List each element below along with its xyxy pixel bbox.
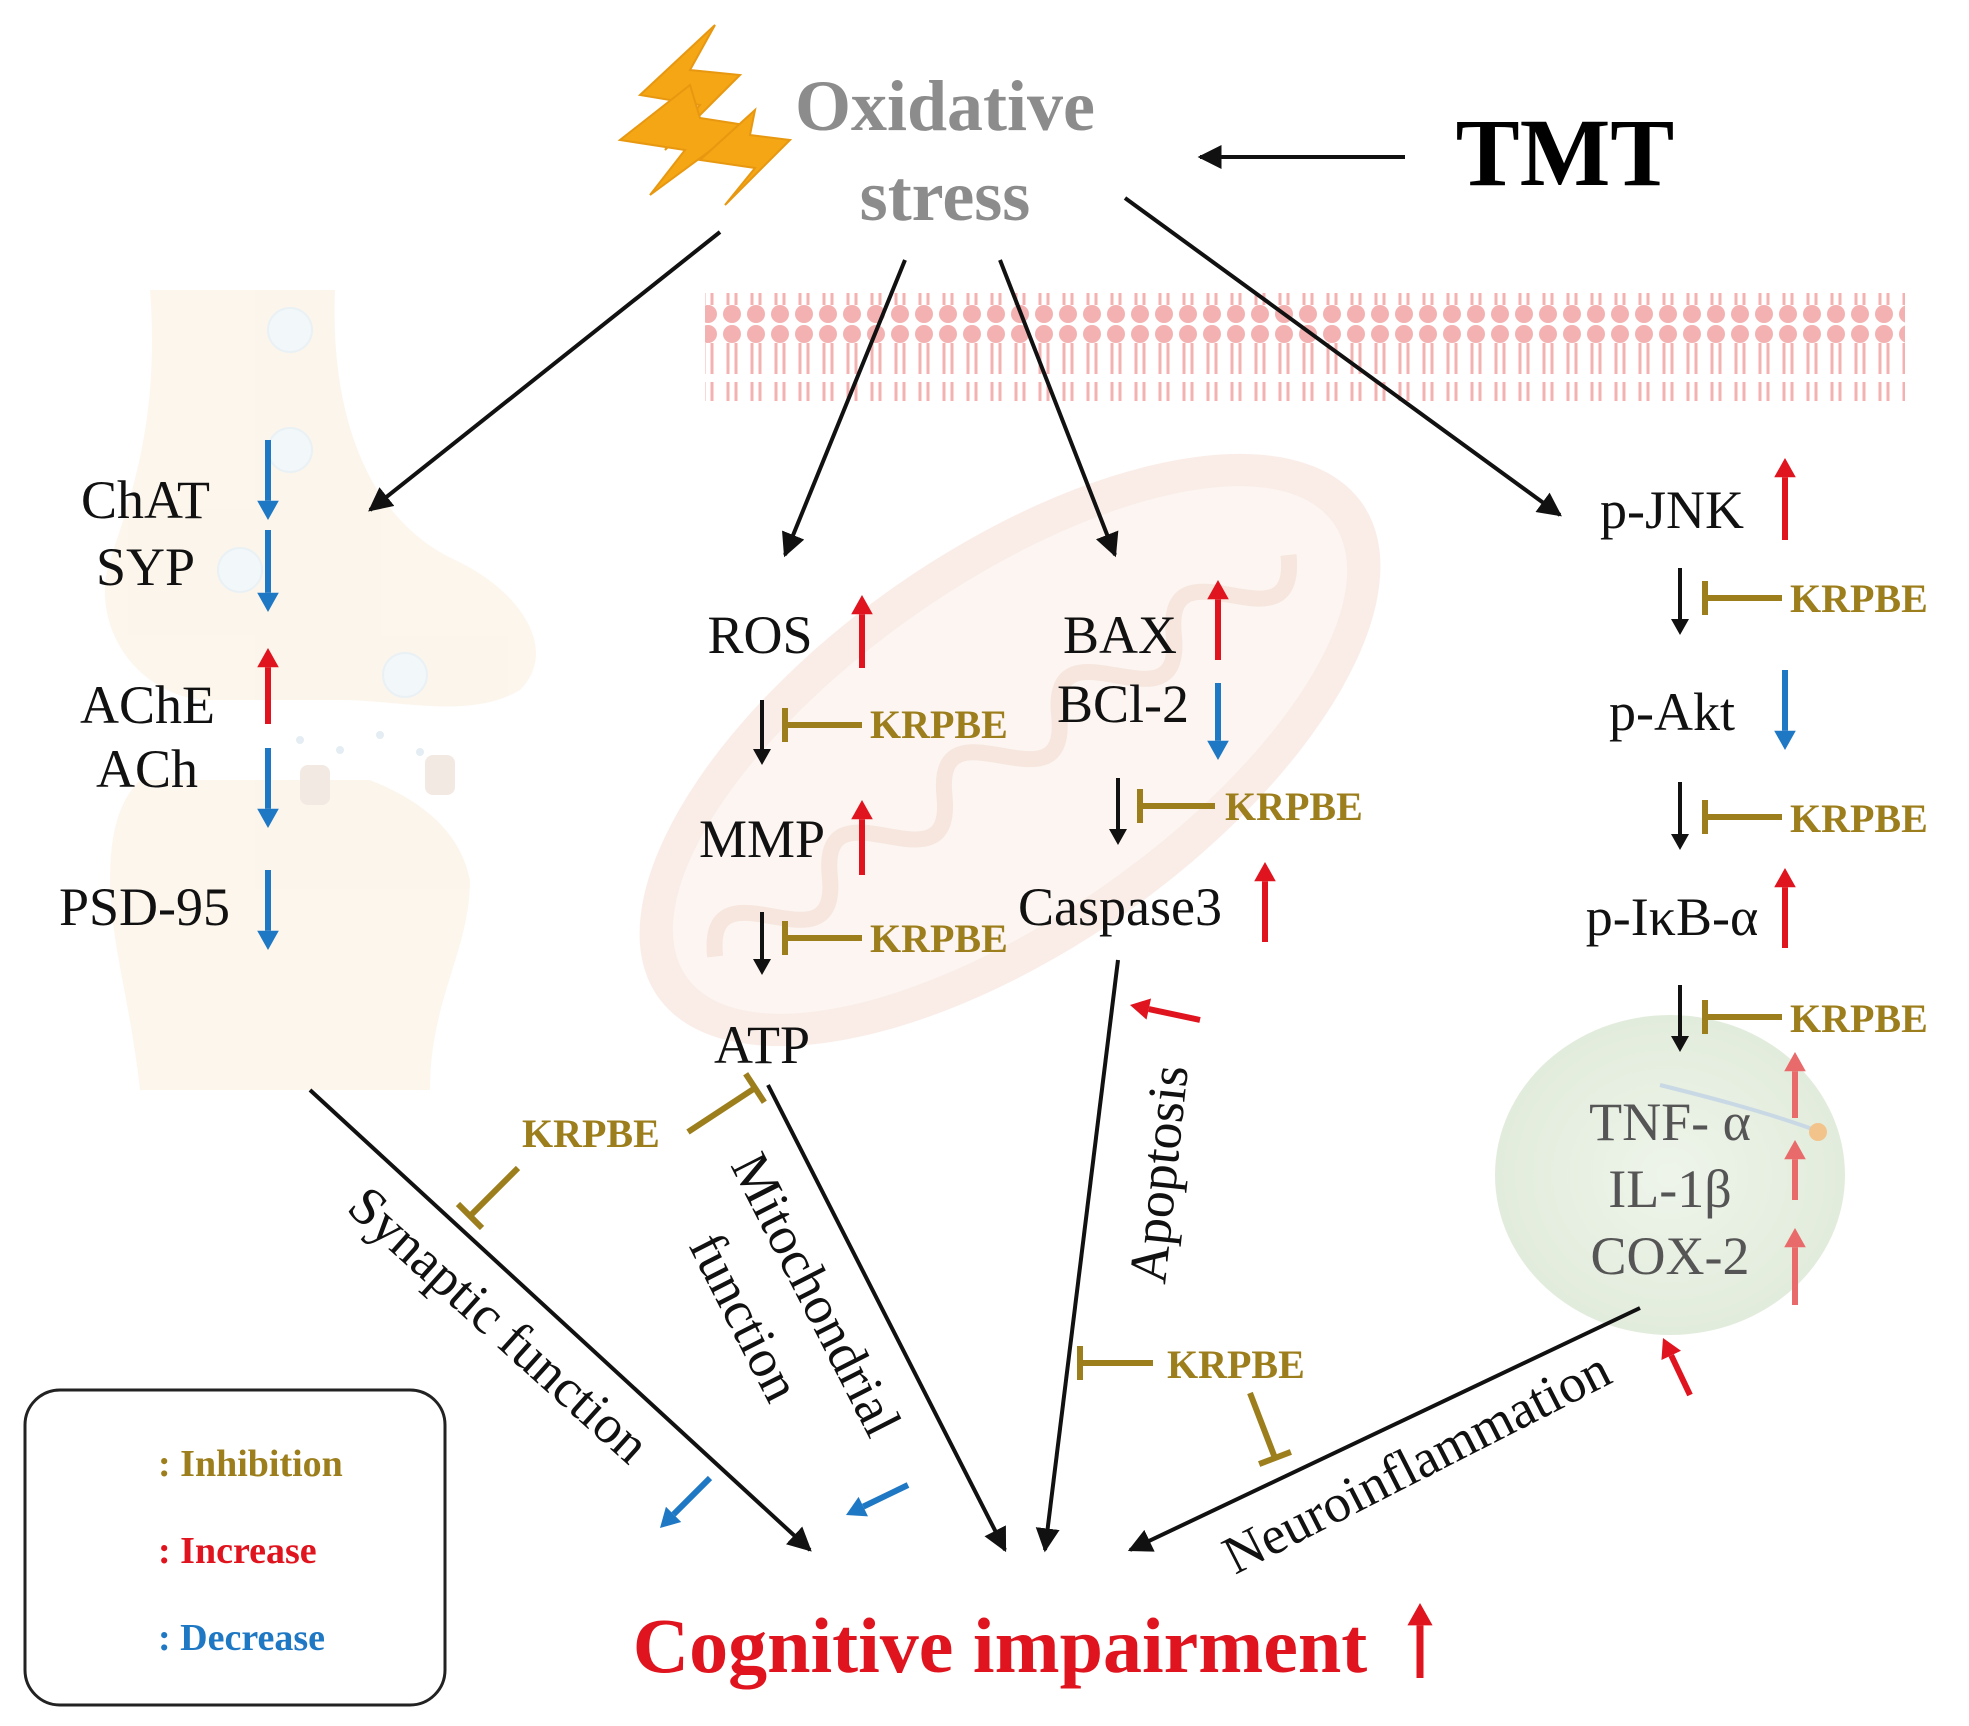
pikba-increase-arrow <box>1774 868 1796 948</box>
psd95-label: PSD-95 <box>59 877 230 937</box>
arrow-mito-to-outcome <box>766 1084 1007 1553</box>
krpbe-label-ros: KRPBE <box>870 702 1008 747</box>
krpbe-label-mmp: KRPBE <box>870 916 1008 961</box>
pikba-to-cytokines-arrow <box>1671 985 1689 1052</box>
syp-label: SYP <box>96 537 195 597</box>
caspase3-increase-arrow <box>1254 862 1276 942</box>
tnfa-increase-arrow <box>1784 1052 1806 1118</box>
pakt-label: p-Akt <box>1609 682 1735 742</box>
legend: : Inhibition : Increase : Decrease <box>23 1388 447 1707</box>
krpbe-label-center: KRPBE <box>522 1111 660 1156</box>
cox2-label: COX-2 <box>1591 1226 1750 1286</box>
atp-label: ATP <box>714 1015 810 1075</box>
ros-increase-arrow <box>851 595 873 668</box>
krpbe-inhibit-pakt-tee <box>1702 800 1782 834</box>
krpbe-label-bcl2: KRPBE <box>1225 784 1363 829</box>
arrow-neuro-to-outcome <box>1127 1306 1641 1552</box>
krpbe-inhibit-ros-tee <box>782 708 862 742</box>
mitochondrion-illustration <box>639 453 1381 1047</box>
synaptic-psd-95-decrease-arrow <box>257 870 279 950</box>
krpbe-inhibit-bcl2-tee <box>1137 789 1215 823</box>
krpbe-inhibit-neuro-tee <box>1247 1391 1292 1467</box>
il1b-increase-arrow <box>1784 1140 1806 1200</box>
tnfa-label: TNF- α <box>1589 1092 1751 1152</box>
krpbe-inhibit-mmp-tee <box>782 921 862 955</box>
krpbe-inhibit-synaptic-tee <box>455 1165 521 1231</box>
pakt-to-pikba-arrow <box>1671 782 1689 850</box>
pjnk-label: p-JNK <box>1600 480 1744 540</box>
synaptic-chat-decrease-arrow <box>257 440 279 520</box>
krpbe-inhibit-pjnk-tee <box>1702 581 1782 615</box>
bcl2-label: BCl-2 <box>1057 674 1189 734</box>
cell-membrane-illustration <box>705 293 1905 401</box>
krpbe-label-pikba: KRPBE <box>1790 996 1928 1041</box>
pathway-label-apoptosis: Apoptosis <box>1117 1062 1200 1286</box>
pakt-decrease-arrow <box>1774 670 1796 750</box>
synaptic-ache-increase-arrow <box>257 648 279 724</box>
apoptosis-increase-arrow <box>1130 998 1201 1023</box>
mmp-increase-arrow <box>851 800 873 875</box>
cox2-increase-arrow <box>1784 1228 1806 1305</box>
chat-label: ChAT <box>81 470 210 530</box>
outcome-title: Cognitive impairment <box>633 1602 1367 1689</box>
arrow-to-synaptic <box>368 230 722 512</box>
neuroinflammation-increase-arrow <box>1661 1338 1693 1397</box>
bcl2-to-caspase3-arrow <box>1109 778 1127 845</box>
krpbe-inhibit-atp-tee <box>686 1072 767 1135</box>
lightning-bolt-icon <box>617 24 793 206</box>
bcl2-decrease-arrow <box>1207 683 1229 760</box>
krpbe-inhibit-apoptosis-tee <box>1077 1346 1153 1380</box>
legend-decrease-label: : Decrease <box>158 1617 325 1659</box>
oxidative-stress-title-line2: stress <box>860 156 1031 236</box>
il1b-label: IL-1β <box>1608 1159 1731 1219</box>
ach-label: ACh <box>96 739 198 799</box>
legend-increase-label: : Increase <box>158 1530 317 1572</box>
tmt-title: TMT <box>1456 99 1675 206</box>
legend-box <box>23 1388 447 1707</box>
mito-function-decrease-arrow <box>846 1482 910 1517</box>
bax-label: BAX <box>1063 605 1177 665</box>
krpbe-label-apoptosis: KRPBE <box>1167 1342 1305 1387</box>
arrow-to-pjnk <box>1123 196 1562 517</box>
pjnk-increase-arrow <box>1774 458 1796 540</box>
arrow-apoptosis-to-outcome <box>1035 959 1120 1553</box>
microglia-cell-illustration <box>1495 1015 1845 1335</box>
ros-to-mmp-arrow <box>753 700 771 765</box>
arrow-to-bax <box>998 259 1119 558</box>
synaptic-function-decrease-arrow <box>660 1475 713 1528</box>
mmp-to-atp-arrow <box>753 912 771 975</box>
krpbe-label-pakt: KRPBE <box>1790 796 1928 841</box>
synaptic-syp-decrease-arrow <box>257 530 279 612</box>
cognitive-impairment-increase-arrow <box>1407 1603 1433 1678</box>
krpbe-inhibit-pikba-tee <box>1702 1000 1782 1034</box>
bax-increase-arrow <box>1207 580 1229 660</box>
ros-label: ROS <box>707 605 812 665</box>
ache-label: AChE <box>80 675 215 735</box>
mmp-label: MMP <box>699 809 825 869</box>
krpbe-label-pjnk: KRPBE <box>1790 576 1928 621</box>
pjnk-to-pakt-arrow <box>1671 568 1689 635</box>
synapse-illustration <box>104 290 536 1090</box>
synaptic-marker-list: ChAT SYP AChE ACh PSD-95 <box>59 470 230 937</box>
synaptic-ach-decrease-arrow <box>257 748 279 828</box>
pikba-label: p-IκB-α <box>1586 887 1758 947</box>
legend-inhibition-label: : Inhibition <box>158 1443 343 1485</box>
arrow-synaptic-to-outcome <box>308 1088 812 1552</box>
caspase3-label: Caspase3 <box>1018 877 1222 937</box>
oxidative-stress-title-line1: Oxidative <box>795 66 1095 146</box>
arrow-to-ros <box>782 259 907 558</box>
